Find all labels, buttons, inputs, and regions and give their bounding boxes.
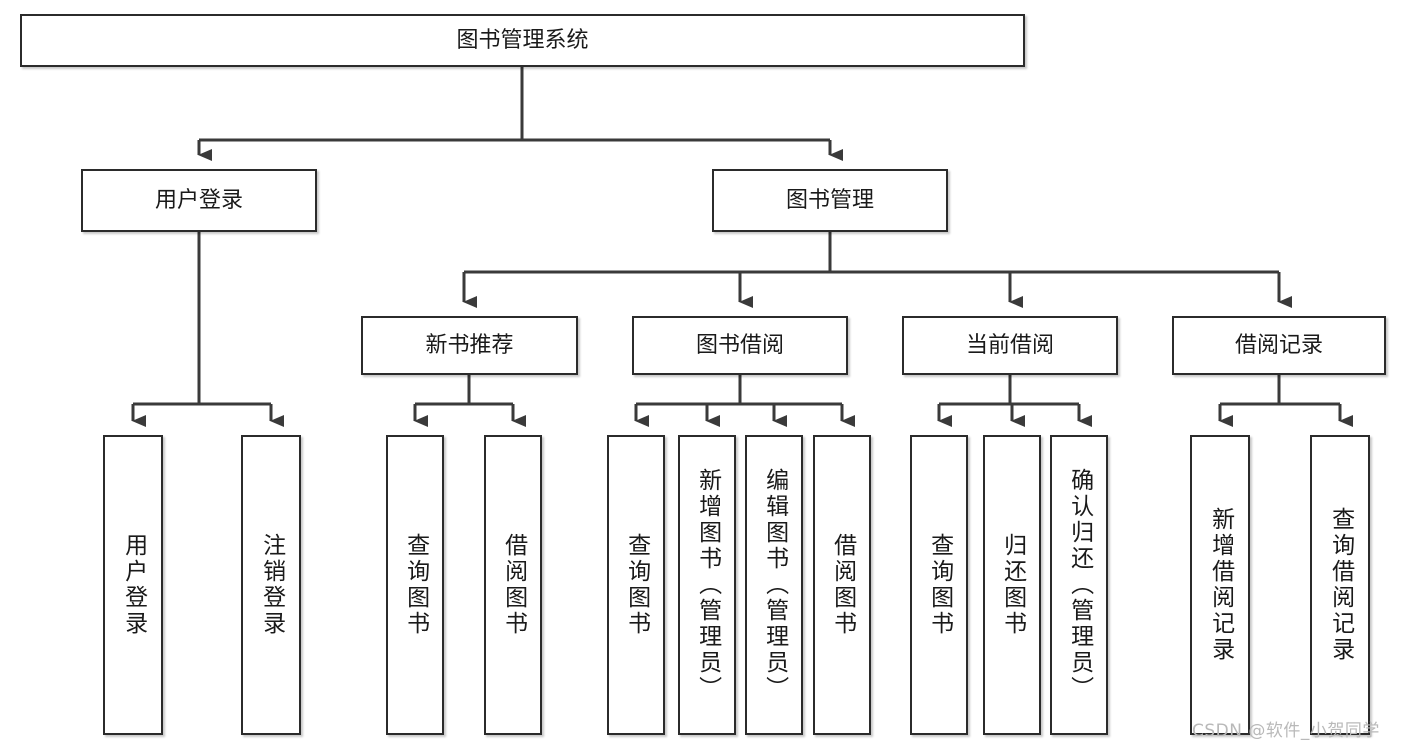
leaf-borrow-book-recommend[interactable]: 借阅图书 bbox=[484, 435, 542, 735]
node-book-borrow-label: 图书借阅 bbox=[695, 332, 784, 358]
node-borrow-record-label: 借阅记录 bbox=[1234, 332, 1323, 358]
node-current-borrow[interactable]: 当前借阅 bbox=[902, 316, 1118, 375]
leaf-add-borrow-record-label: 新增借阅记录 bbox=[1207, 507, 1234, 663]
leaf-borrow-book-label: 借阅图书 bbox=[829, 533, 856, 637]
leaf-add-book-admin[interactable]: 新增图书（管理员） bbox=[678, 435, 736, 735]
node-user-login-label: 用户登录 bbox=[154, 187, 243, 213]
leaf-confirm-return-admin-label: 确认归还（管理员） bbox=[1066, 468, 1093, 702]
node-user-login[interactable]: 用户登录 bbox=[81, 169, 317, 232]
leaf-return-book-label: 归还图书 bbox=[999, 533, 1026, 637]
leaf-query-book-recommend-label: 查询图书 bbox=[402, 533, 429, 637]
leaf-query-book-current-label: 查询图书 bbox=[926, 533, 953, 637]
node-current-borrow-label: 当前借阅 bbox=[965, 332, 1054, 358]
leaf-logout[interactable]: 注销登录 bbox=[241, 435, 301, 735]
node-new-book-recommend-label: 新书推荐 bbox=[425, 332, 514, 358]
leaf-edit-book-admin-label: 编辑图书（管理员） bbox=[761, 468, 788, 702]
leaf-add-book-admin-label: 新增图书（管理员） bbox=[694, 468, 721, 702]
leaf-borrow-book-recommend-label: 借阅图书 bbox=[500, 533, 527, 637]
node-book-manage-label: 图书管理 bbox=[785, 187, 874, 213]
leaf-user-login[interactable]: 用户登录 bbox=[103, 435, 163, 735]
leaf-return-book[interactable]: 归还图书 bbox=[983, 435, 1041, 735]
node-book-borrow[interactable]: 图书借阅 bbox=[632, 316, 848, 375]
csdn-watermark: CSDN @软件_小贺同学 bbox=[1192, 721, 1380, 741]
leaf-borrow-book[interactable]: 借阅图书 bbox=[813, 435, 871, 735]
node-root[interactable]: 图书管理系统 bbox=[20, 14, 1025, 67]
leaf-add-borrow-record[interactable]: 新增借阅记录 bbox=[1190, 435, 1250, 735]
leaf-query-book-borrow-label: 查询图书 bbox=[623, 533, 650, 637]
node-book-manage[interactable]: 图书管理 bbox=[712, 169, 948, 232]
leaf-user-login-label: 用户登录 bbox=[120, 533, 147, 637]
node-root-label: 图书管理系统 bbox=[456, 27, 589, 53]
leaf-logout-label: 注销登录 bbox=[258, 533, 285, 637]
leaf-query-book-current[interactable]: 查询图书 bbox=[910, 435, 968, 735]
leaf-confirm-return-admin[interactable]: 确认归还（管理员） bbox=[1050, 435, 1108, 735]
node-borrow-record[interactable]: 借阅记录 bbox=[1172, 316, 1386, 375]
leaf-query-borrow-record-label: 查询借阅记录 bbox=[1327, 507, 1354, 663]
leaf-query-book-recommend[interactable]: 查询图书 bbox=[386, 435, 444, 735]
node-new-book-recommend[interactable]: 新书推荐 bbox=[361, 316, 578, 375]
leaf-query-borrow-record[interactable]: 查询借阅记录 bbox=[1310, 435, 1370, 735]
leaf-query-book-borrow[interactable]: 查询图书 bbox=[607, 435, 665, 735]
leaf-edit-book-admin[interactable]: 编辑图书（管理员） bbox=[745, 435, 803, 735]
